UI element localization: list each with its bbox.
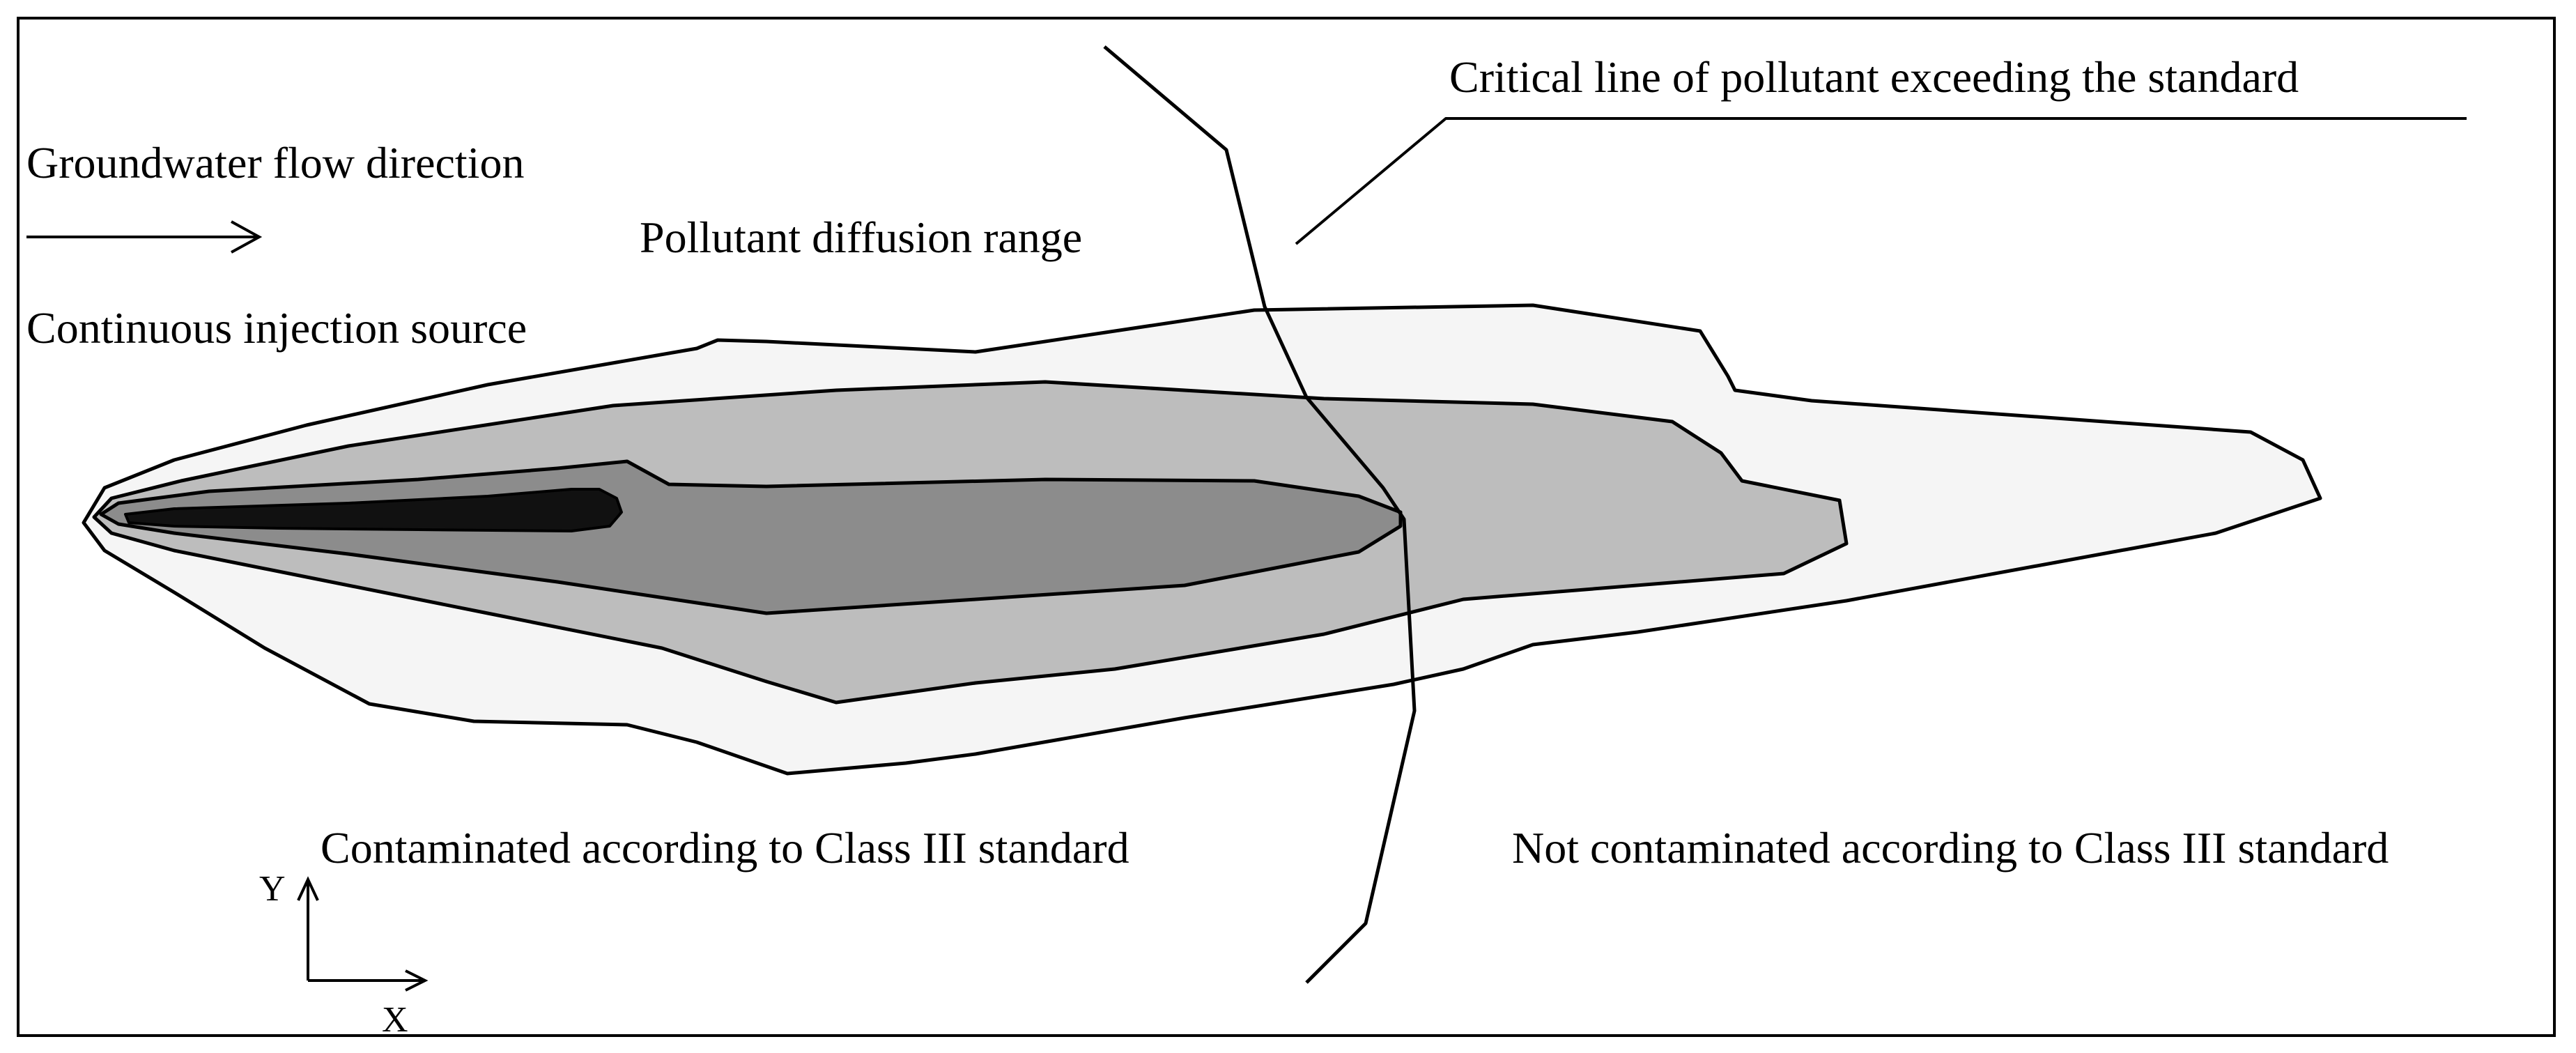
critical-line-leader: [1295, 117, 2467, 245]
diagram-frame: [17, 17, 2556, 1037]
axis-x-label: X: [382, 1000, 408, 1040]
critical-line-label: Critical line of pollutant exceeding the…: [1449, 52, 2299, 102]
not-contaminated-label: Not contaminated according to Class III …: [1512, 823, 2389, 873]
diffusion-range-label: Pollutant diffusion range: [640, 213, 1082, 262]
flow-direction-label: Groundwater flow direction: [26, 138, 524, 187]
contaminated-label: Contaminated according to Class III stan…: [321, 823, 1129, 873]
injection-source-label: Continuous injection source: [26, 303, 527, 353]
critical-line: [1103, 45, 1417, 984]
flow-direction-arrow: [26, 220, 263, 254]
axis-indicator: [297, 876, 429, 992]
plume-core-zone: [124, 488, 623, 532]
axis-y-label: Y: [259, 869, 286, 909]
